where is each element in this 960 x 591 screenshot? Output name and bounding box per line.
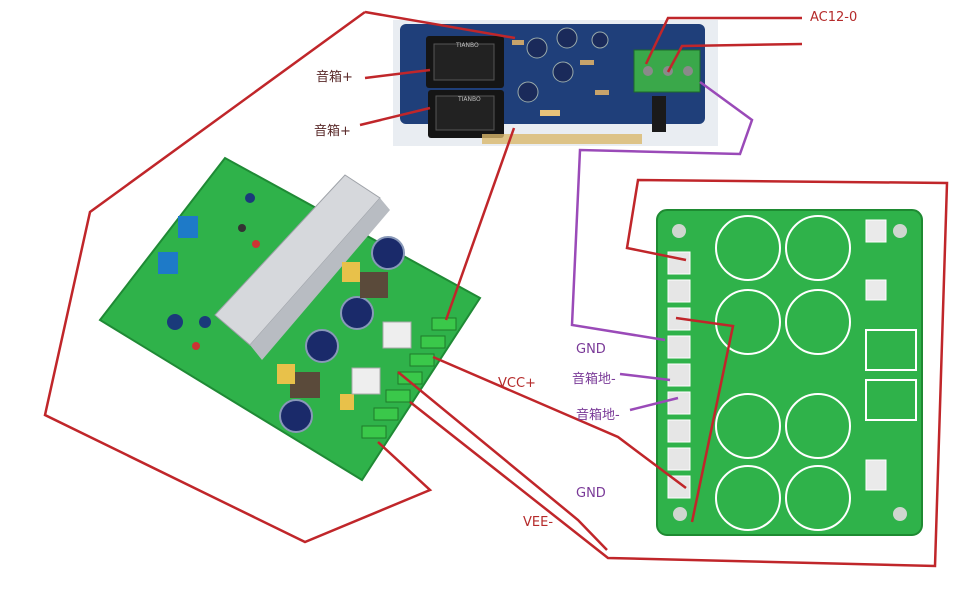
capacitor [556, 27, 578, 49]
purple-wire-speaker-ground-1 [619, 372, 671, 382]
power-supply-board [656, 209, 923, 536]
filter-capacitor [340, 296, 374, 330]
purple-wire-gnd [570, 80, 754, 342]
label-ac-input: AC12-0 [810, 10, 858, 25]
input-terminal [158, 252, 178, 274]
red-wire-ac-2 [666, 42, 803, 73]
filter-capacitor [371, 236, 405, 270]
capacitor [517, 81, 539, 103]
red-wires [43, 10, 949, 568]
led [252, 240, 260, 248]
relay-protection-board [393, 20, 718, 146]
red-wire-relay-to-amp [444, 127, 516, 321]
power-resistor [382, 321, 412, 349]
red-wire-vcc [432, 355, 687, 489]
capacitor [167, 314, 183, 330]
voltage-regulator [652, 96, 666, 132]
capacitor [591, 31, 609, 49]
led [192, 342, 200, 350]
label-speaker-plus-1: 音箱+ [316, 70, 353, 85]
label-gnd-top: GND [576, 342, 606, 357]
label-gnd-bottom: GND [576, 486, 606, 501]
purple-wire-speaker-ground-2 [629, 396, 679, 412]
label-speaker-ground-2: 音箱地- [576, 408, 620, 423]
label-vcc: VCC+ [498, 376, 536, 391]
red-wire-outer-loop [43, 10, 516, 544]
power-board-pads [667, 251, 691, 499]
input-terminal [178, 216, 198, 238]
red-wire-ac-1 [644, 16, 802, 65]
purple-wires [570, 80, 754, 412]
capacitor [552, 61, 574, 83]
amplifier-board [70, 155, 482, 482]
capacitor-footprints [715, 215, 851, 531]
filter-capacitor [279, 399, 313, 433]
inductor [360, 272, 388, 298]
label-vee: VEE- [523, 515, 554, 530]
power-resistor [351, 367, 381, 395]
red-wire-gnd [675, 316, 735, 523]
relay-brand-2: TIANBO [458, 96, 481, 103]
capacitor [526, 37, 548, 59]
red-wire-speaker-plus-2 [359, 106, 431, 127]
red-wire-vee [409, 178, 949, 568]
filter-capacitor [305, 329, 339, 363]
label-speaker-plus-2: 音箱+ [314, 124, 351, 139]
label-speaker-ground-1: 音箱地- [572, 372, 616, 387]
relay-brand-1: TIANBO [456, 42, 479, 49]
output-terminal-strip [361, 317, 457, 439]
power-pcb [656, 209, 923, 536]
red-wire-speaker-plus-1 [364, 68, 431, 80]
